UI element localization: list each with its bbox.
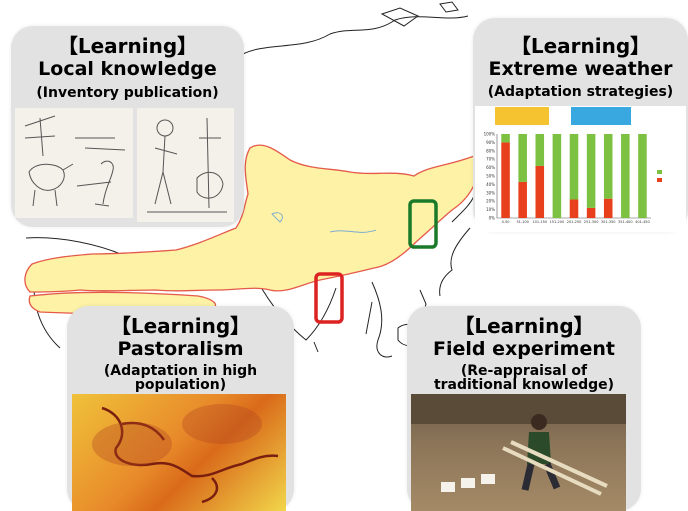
y-tick-label: 80% bbox=[486, 148, 495, 153]
card-subtitle: (Inventory publication) bbox=[36, 85, 219, 101]
bar-segment-green bbox=[586, 134, 596, 208]
legend-red-swatch bbox=[657, 178, 662, 182]
bar-segment-red bbox=[603, 198, 613, 218]
bar-segment-green bbox=[552, 134, 562, 218]
y-tick-label: 40% bbox=[486, 182, 495, 187]
sri-lanka bbox=[313, 341, 319, 353]
card-tag: 【Learning】 bbox=[57, 34, 198, 58]
coastline-east bbox=[439, 227, 471, 297]
y-tick-label: 10% bbox=[486, 207, 495, 212]
bar-segment-green bbox=[501, 134, 510, 143]
y-tick-label: 60% bbox=[486, 165, 495, 170]
bar-segment-red bbox=[586, 207, 596, 218]
card-title: Field experiment bbox=[433, 338, 615, 360]
bar-segment-green bbox=[569, 134, 579, 200]
china-coast-marker bbox=[408, 199, 438, 249]
card-title: Extreme weather bbox=[488, 58, 673, 80]
coastline-southeast bbox=[371, 281, 393, 358]
arctic-island-2 bbox=[439, 1, 459, 13]
coastline-north bbox=[235, 15, 469, 59]
y-tick-label: 50% bbox=[486, 174, 495, 179]
x-tick-label: 251-300 bbox=[584, 220, 599, 224]
bar-plot: 0% 10% 20% 30% 40% 50% 60% 70% 80% 90% 100% 0-50 51-… bbox=[484, 132, 651, 224]
chart-axes bbox=[496, 134, 651, 219]
card-tag: 【Learning】 bbox=[110, 314, 251, 338]
card-subtitle-line1: (Adaptation in high bbox=[103, 363, 258, 379]
bar-segment-green bbox=[603, 134, 613, 199]
bar-segment-red bbox=[501, 142, 510, 218]
y-tick-label: 30% bbox=[486, 190, 495, 195]
x-tick-label: 201-250 bbox=[567, 220, 582, 224]
bar-segment-green bbox=[518, 134, 527, 182]
card-extreme-weather: 【Learning】 Extreme weather (Adaptation s… bbox=[473, 18, 688, 232]
arctic-island bbox=[380, 7, 420, 27]
card-subtitle: (Adaptation strategies) bbox=[487, 84, 674, 100]
card-pastoralism: 【Learning】 Pastoralism (Adaptation in hi… bbox=[67, 306, 294, 511]
x-tick-label: 351-400 bbox=[618, 220, 633, 224]
bar-segment-red bbox=[518, 181, 527, 218]
bar-segment-green bbox=[535, 134, 545, 166]
river bbox=[329, 229, 377, 233]
bar-segment-green bbox=[621, 134, 630, 218]
card-subtitle-line2: population) bbox=[134, 377, 227, 393]
heat-map-route-image bbox=[72, 394, 286, 511]
lake bbox=[271, 212, 283, 223]
bar-segment-green bbox=[638, 134, 647, 218]
x-tick-label: 301-350 bbox=[601, 220, 616, 224]
y-tick-label: 0% bbox=[489, 216, 496, 221]
y-tick-label: 100% bbox=[484, 132, 496, 137]
card-title: Pastoralism bbox=[117, 338, 244, 360]
bar-segment-red bbox=[569, 199, 579, 218]
x-tick-label: 51-100 bbox=[516, 220, 528, 224]
y-tick-label: 20% bbox=[486, 199, 495, 204]
card-tag: 【Learning】 bbox=[454, 314, 594, 338]
malay-peninsula bbox=[365, 301, 373, 335]
card-title: Local knowledge bbox=[38, 58, 217, 80]
study-region bbox=[24, 144, 478, 293]
x-tick-label: 151-200 bbox=[550, 220, 565, 224]
japan-island bbox=[451, 195, 475, 223]
sketch-plough-image bbox=[15, 108, 133, 218]
legend-green-swatch bbox=[657, 170, 662, 174]
bar-segment-red bbox=[535, 165, 545, 218]
x-tick-label: 0-50 bbox=[502, 220, 510, 224]
india-coast bbox=[257, 281, 337, 341]
field-photo-image bbox=[411, 394, 626, 511]
sketch-farmer-image bbox=[137, 108, 234, 222]
y-tick-label: 90% bbox=[486, 140, 495, 145]
chart-legend-box-right bbox=[571, 107, 631, 125]
x-tick-label: 401-450 bbox=[635, 220, 650, 224]
card-field-experiment: 【Learning】 Field experiment (Re-appraisa… bbox=[407, 306, 641, 511]
card-tag: 【Learning】 bbox=[510, 34, 651, 58]
x-tick-label: 101-150 bbox=[532, 220, 547, 224]
card-subtitle-line2: traditional knowledge) bbox=[433, 377, 615, 393]
stacked-bar-chart: 0% 10% 20% 30% 40% 50% 60% 70% 80% 90% 100% 0-50 51-… bbox=[475, 106, 686, 232]
y-tick-label: 70% bbox=[486, 157, 495, 162]
card-subtitle-line1: (Re-appraisal of bbox=[460, 363, 588, 379]
chart-legend-box-left bbox=[495, 107, 549, 125]
india-marker bbox=[314, 272, 344, 324]
card-local-knowledge: 【Learning】 Local knowledge (Inventory pu… bbox=[11, 26, 244, 227]
